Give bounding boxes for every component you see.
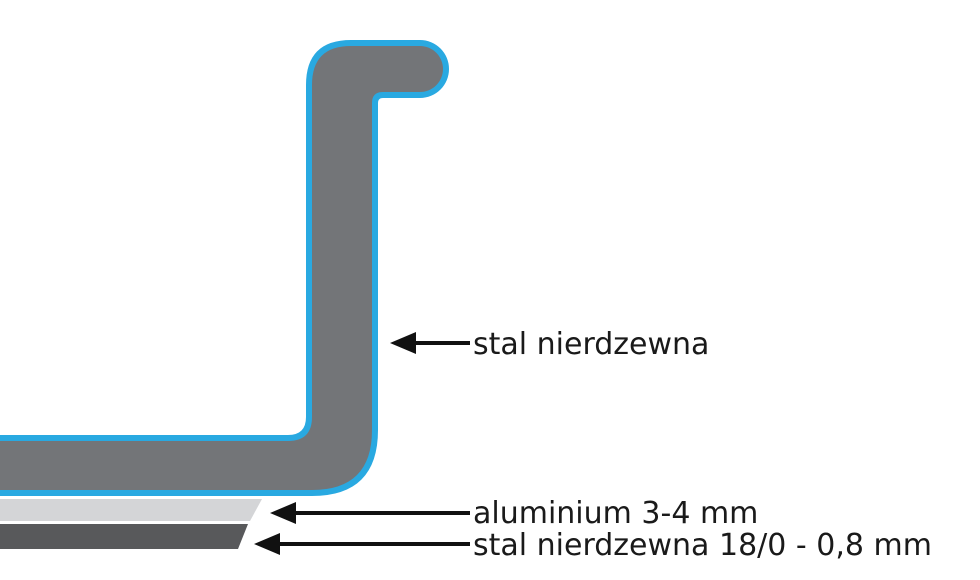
pot-wall-cross-section (0, 40, 449, 496)
pot-wall-outline (0, 40, 449, 496)
arrow-outer-steel (254, 533, 470, 555)
arrow-aluminium (270, 502, 470, 524)
pot-wall-steel (0, 46, 443, 490)
arrow-stainless-steel (390, 332, 470, 354)
outer-steel-layer (0, 524, 248, 549)
aluminium-layer (0, 499, 262, 521)
label-stainless-steel: stal nierdzewna (473, 327, 709, 362)
label-outer-steel: stal nierdzewna 18/0 - 0,8 mm (473, 528, 932, 563)
label-aluminium: aluminium 3-4 mm (473, 496, 758, 531)
